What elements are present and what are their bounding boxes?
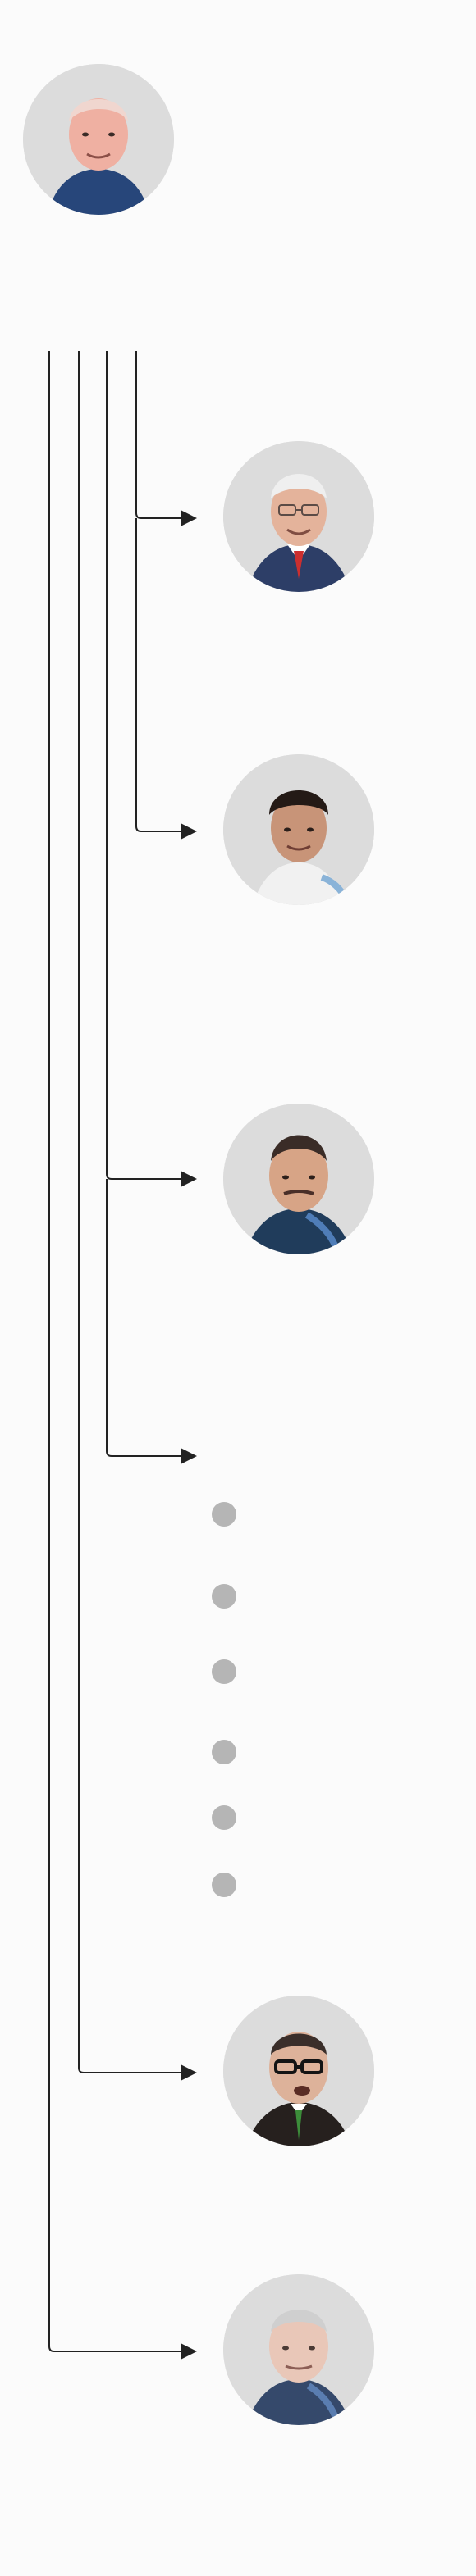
connector-person-2 <box>135 518 197 840</box>
connector-person-1 <box>135 351 197 526</box>
connector-person-5 <box>48 351 197 2360</box>
person-avatar-icon <box>223 2274 374 2425</box>
branch-person-2 <box>223 754 374 905</box>
connector-empty-group <box>106 1179 197 1464</box>
bullet-point <box>212 1584 236 1609</box>
branch-person-1 <box>223 441 374 592</box>
branch-person-4 <box>223 1996 374 2146</box>
connector-person-3 <box>106 351 197 1187</box>
bullet-point <box>212 1659 236 1684</box>
person-avatar-icon <box>223 754 374 905</box>
bullet-point <box>212 1873 236 1897</box>
bullet-point <box>212 1740 236 1764</box>
person-avatar-icon <box>223 1104 374 1254</box>
connector-person-4 <box>78 351 197 2081</box>
person-avatar-icon <box>223 441 374 592</box>
bullet-point <box>212 1805 236 1830</box>
branch-person-3 <box>223 1104 374 1254</box>
root-avatar <box>23 64 174 215</box>
person-avatar-icon <box>23 64 174 215</box>
bullet-point <box>212 1502 236 1527</box>
person-avatar-icon <box>223 1996 374 2146</box>
branch-person-5 <box>223 2274 374 2425</box>
